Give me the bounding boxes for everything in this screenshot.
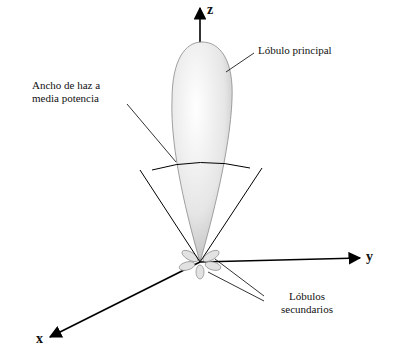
side-lobe bbox=[196, 265, 204, 279]
side-lobe bbox=[178, 260, 196, 272]
leader-line bbox=[226, 53, 254, 72]
beamwidth-arc bbox=[152, 162, 250, 170]
main-lobe bbox=[172, 42, 232, 262]
y-axis bbox=[200, 258, 360, 262]
leader-line bbox=[127, 104, 176, 162]
axis-label: z bbox=[207, 2, 213, 19]
callout-label: Lóbulos secundarios bbox=[268, 290, 346, 316]
callout-label: Ancho de haz a media potencia bbox=[32, 79, 128, 105]
half-power-line bbox=[200, 168, 262, 262]
callout-label: Lóbulo principal bbox=[258, 44, 368, 57]
axis-label: y bbox=[366, 249, 373, 266]
half-power-line bbox=[140, 170, 200, 262]
leader-line bbox=[215, 259, 264, 296]
side-lobes bbox=[178, 248, 222, 279]
axis-label: x bbox=[36, 331, 43, 348]
x-axis bbox=[50, 262, 200, 337]
leader-line bbox=[208, 272, 264, 301]
